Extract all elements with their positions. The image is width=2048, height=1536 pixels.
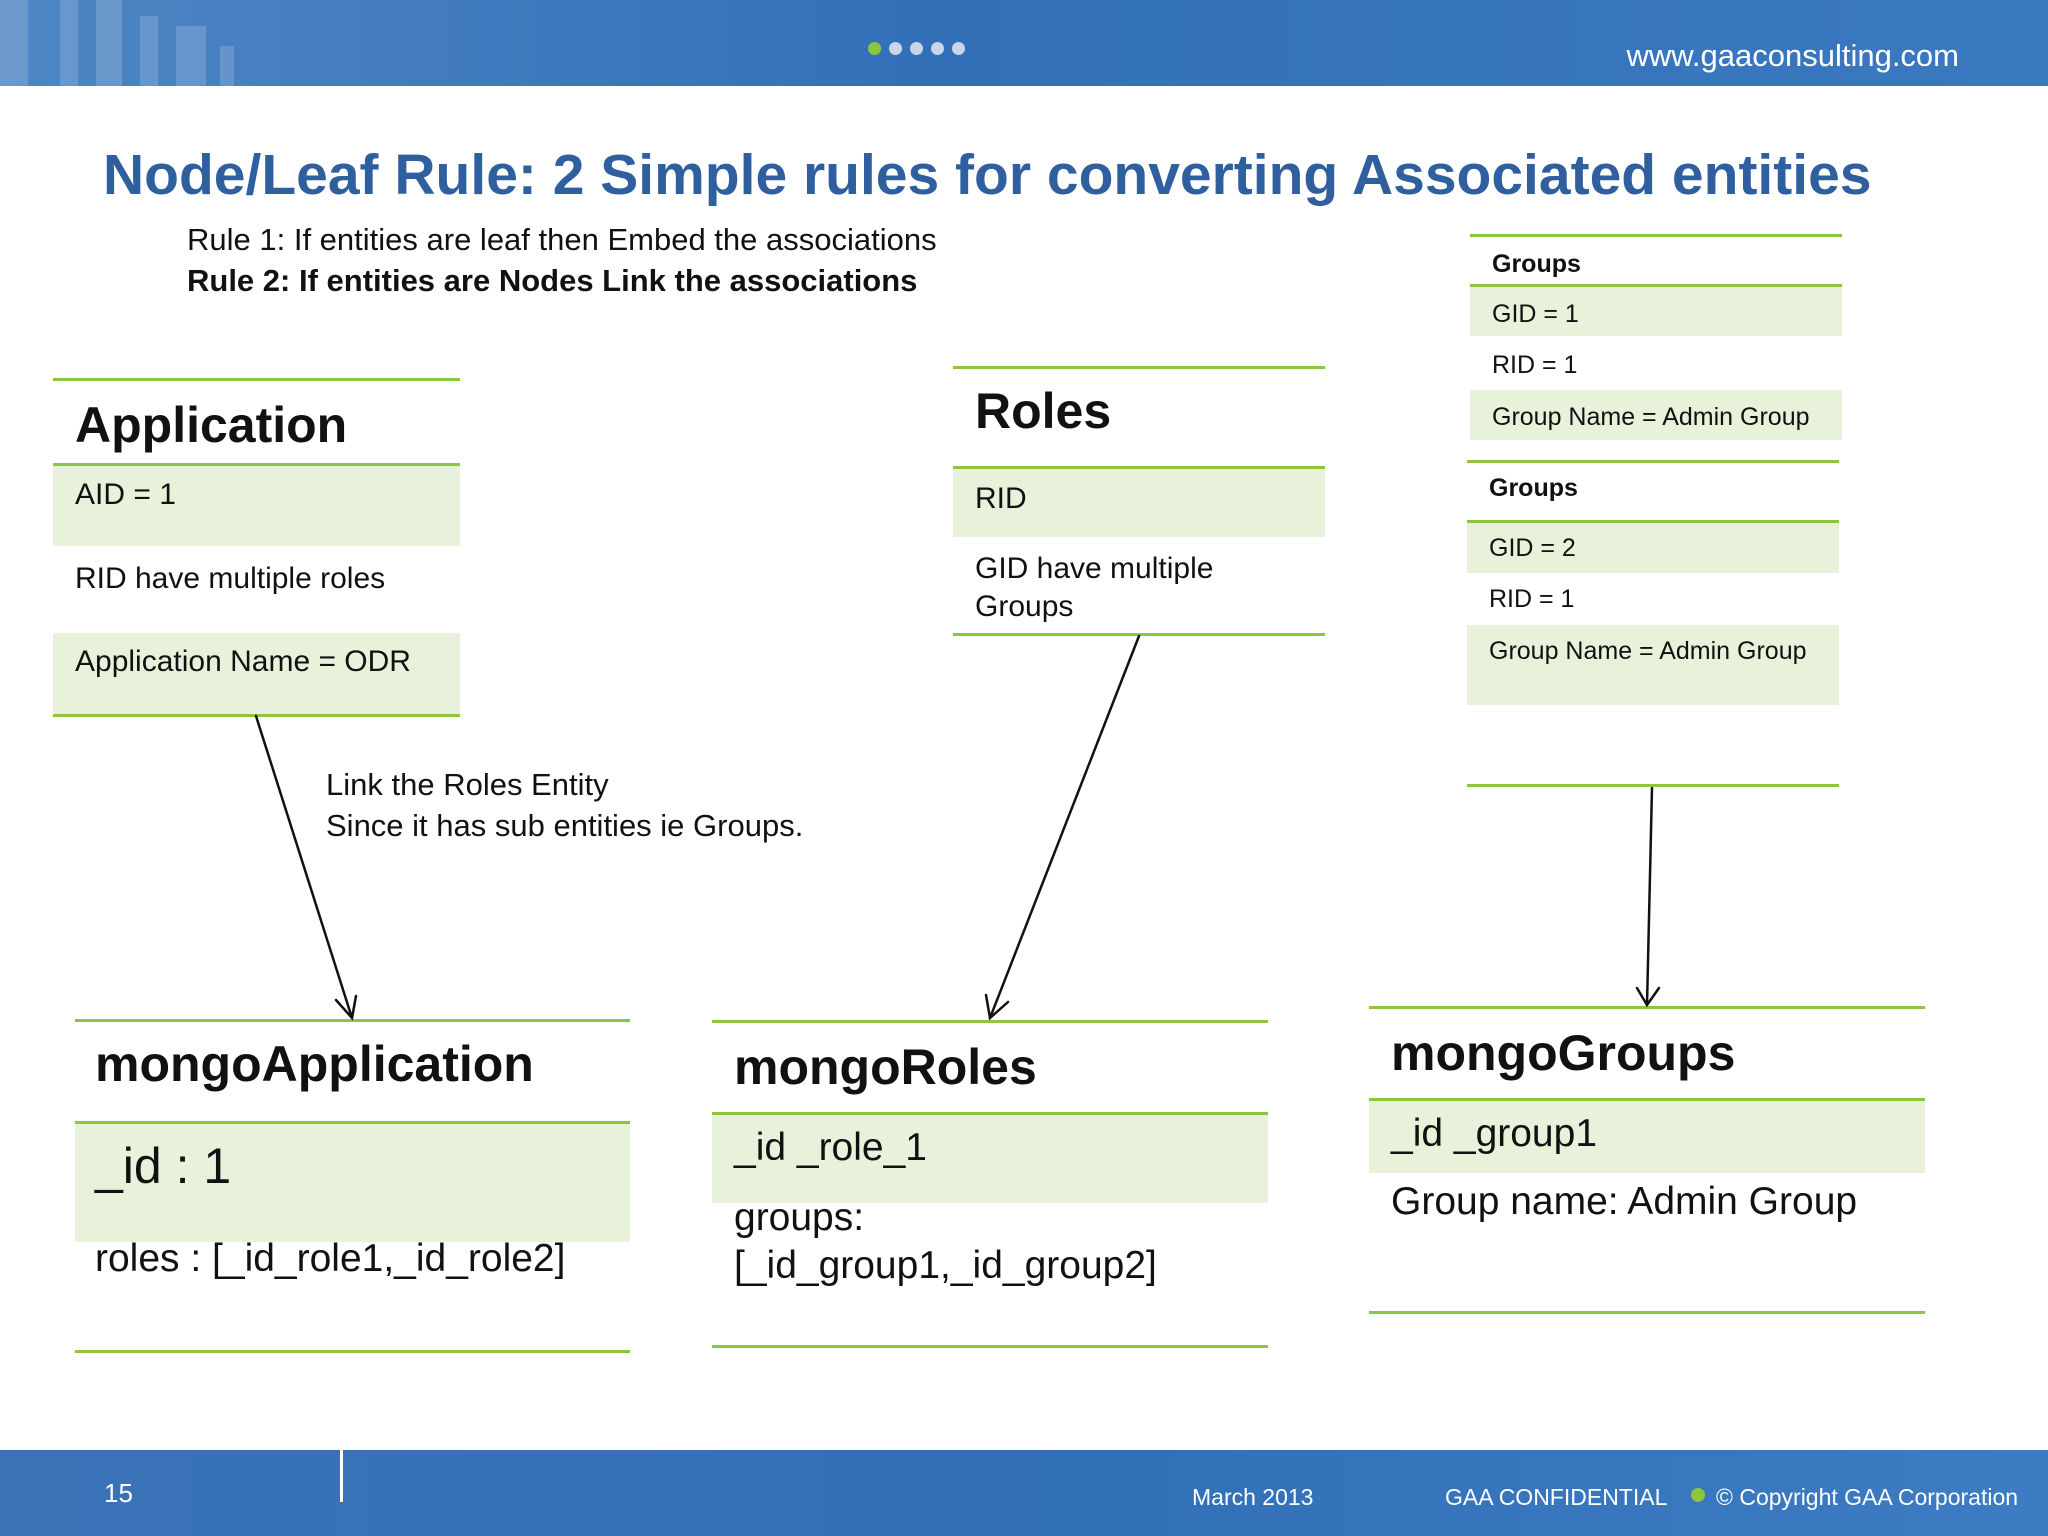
link-note-line1: Link the Roles Entity — [326, 767, 609, 802]
mongo-application-entity: mongoApplication _id : 1 roles : [_id_ro… — [75, 1019, 630, 1355]
arrow-application-to-mongo — [254, 714, 354, 1020]
footer-separator — [340, 1450, 343, 1502]
mongo-roles-id: _id _role_1 — [734, 1126, 927, 1169]
divider — [953, 633, 1325, 636]
mongo-application-id-row — [75, 1124, 630, 1242]
groups2-rid: RID = 1 — [1489, 585, 1575, 613]
divider — [1467, 460, 1839, 463]
divider — [75, 1350, 630, 1353]
mongo-groups-title: mongoGroups — [1391, 1025, 1736, 1081]
divider — [1470, 234, 1842, 237]
divider — [953, 366, 1325, 369]
mongo-roles-groups-label: groups: — [734, 1196, 865, 1239]
progress-dot — [910, 42, 923, 55]
footer-date: March 2013 — [1192, 1484, 1314, 1510]
header-decoration — [0, 0, 260, 86]
progress-dot — [931, 42, 944, 55]
divider — [75, 1019, 630, 1022]
divider — [1369, 1311, 1925, 1314]
groups2-name: Group Name = Admin Group — [1489, 637, 1807, 665]
groups1-gid-row — [1470, 287, 1842, 336]
groups2-gid-row — [1467, 523, 1839, 573]
progress-dot-active — [868, 42, 881, 55]
rid-value: RID — [975, 482, 1027, 515]
mongo-groups-id-row — [1369, 1101, 1925, 1173]
groups1-name-row — [1470, 390, 1842, 440]
divider — [1369, 1006, 1925, 1009]
arrowhead-roles — [984, 993, 1010, 1021]
gid-note-line2: Groups — [975, 590, 1074, 623]
groups-entity-1: Groups GID = 1 RID = 1 Group Name = Admi… — [1470, 234, 1842, 444]
mongo-roles-id-row — [712, 1115, 1268, 1203]
progress-dot — [889, 42, 902, 55]
divider — [1470, 284, 1842, 287]
groups-entity-2: Groups GID = 2 RID = 1 Group Name = Admi… — [1467, 460, 1839, 790]
arrow-groups-to-mongo — [1645, 786, 1654, 1007]
groups1-name: Group Name = Admin Group — [1492, 403, 1810, 431]
footer-confidential: GAA CONFIDENTIAL — [1445, 1484, 1668, 1510]
footer-green-dot — [1691, 1488, 1705, 1502]
groups1-title: Groups — [1492, 250, 1581, 278]
mongo-roles-groups-value: [_id_group1,_id_group2] — [734, 1244, 1157, 1287]
divider — [1369, 1098, 1925, 1101]
arrowhead-groups — [1635, 986, 1661, 1008]
footer-bar: 15 March 2013 GAA CONFIDENTIAL © Copyrig… — [0, 1450, 2048, 1536]
mongo-groups-entity: mongoGroups _id _group1 Group name: Admi… — [1369, 1006, 1925, 1326]
mongo-roles-entity: mongoRoles _id _role_1 groups: [_id_grou… — [712, 1020, 1268, 1352]
aid-row — [53, 466, 460, 546]
divider — [1467, 784, 1839, 787]
gid-note-line1: GID have multiple — [975, 552, 1214, 585]
divider — [75, 1121, 630, 1124]
link-note-line2: Since it has sub entities ie Groups. — [326, 808, 804, 843]
rule-2-text: Rule 2: If entities are Nodes Link the a… — [187, 263, 918, 298]
divider — [712, 1020, 1268, 1023]
aid-value: AID = 1 — [75, 478, 176, 511]
roles-entity: Roles RID GID have multiple Groups — [953, 366, 1325, 638]
rid-row — [953, 469, 1325, 537]
slide-progress-dots — [868, 42, 965, 56]
divider — [53, 463, 460, 466]
mongo-application-title: mongoApplication — [95, 1036, 534, 1092]
groups1-rid: RID = 1 — [1492, 351, 1578, 379]
mongo-application-roles: roles : [_id_role1,_id_role2] — [95, 1237, 566, 1280]
rid-note: RID have multiple roles — [75, 562, 386, 595]
groups1-gid: GID = 1 — [1492, 300, 1579, 328]
groups2-name-row — [1467, 625, 1839, 705]
link-note: Link the Roles Entity Since it has sub e… — [326, 764, 803, 846]
app-name-row — [53, 633, 460, 715]
rule-1-text: Rule 1: If entities are leaf then Embed … — [187, 222, 937, 257]
divider — [53, 378, 460, 381]
divider — [953, 466, 1325, 469]
footer-copyright: © Copyright GAA Corporation — [1716, 1484, 2019, 1510]
groups2-title: Groups — [1489, 474, 1578, 502]
mongo-groups-id: _id _group1 — [1391, 1112, 1598, 1155]
roles-title: Roles — [975, 383, 1112, 439]
application-title: Application — [75, 397, 348, 453]
divider — [712, 1112, 1268, 1115]
app-name-value: Application Name = ODR — [75, 645, 411, 678]
progress-dot — [952, 42, 965, 55]
groups2-gid: GID = 2 — [1489, 534, 1576, 562]
arrow-roles-to-mongo — [988, 634, 1141, 1020]
mongo-roles-title: mongoRoles — [734, 1039, 1037, 1095]
mongo-groups-name: Group name: Admin Group — [1391, 1180, 1858, 1223]
page-number: 15 — [104, 1478, 133, 1508]
divider — [712, 1345, 1268, 1348]
divider — [1467, 520, 1839, 523]
header-bar: www.gaaconsulting.com — [0, 0, 2048, 86]
arrowhead-application — [334, 994, 358, 1021]
website-url: www.gaaconsulting.com — [1626, 38, 1959, 73]
slide-title: Node/Leaf Rule: 2 Simple rules for conve… — [103, 143, 1872, 207]
mongo-application-id: _id : 1 — [95, 1138, 232, 1194]
